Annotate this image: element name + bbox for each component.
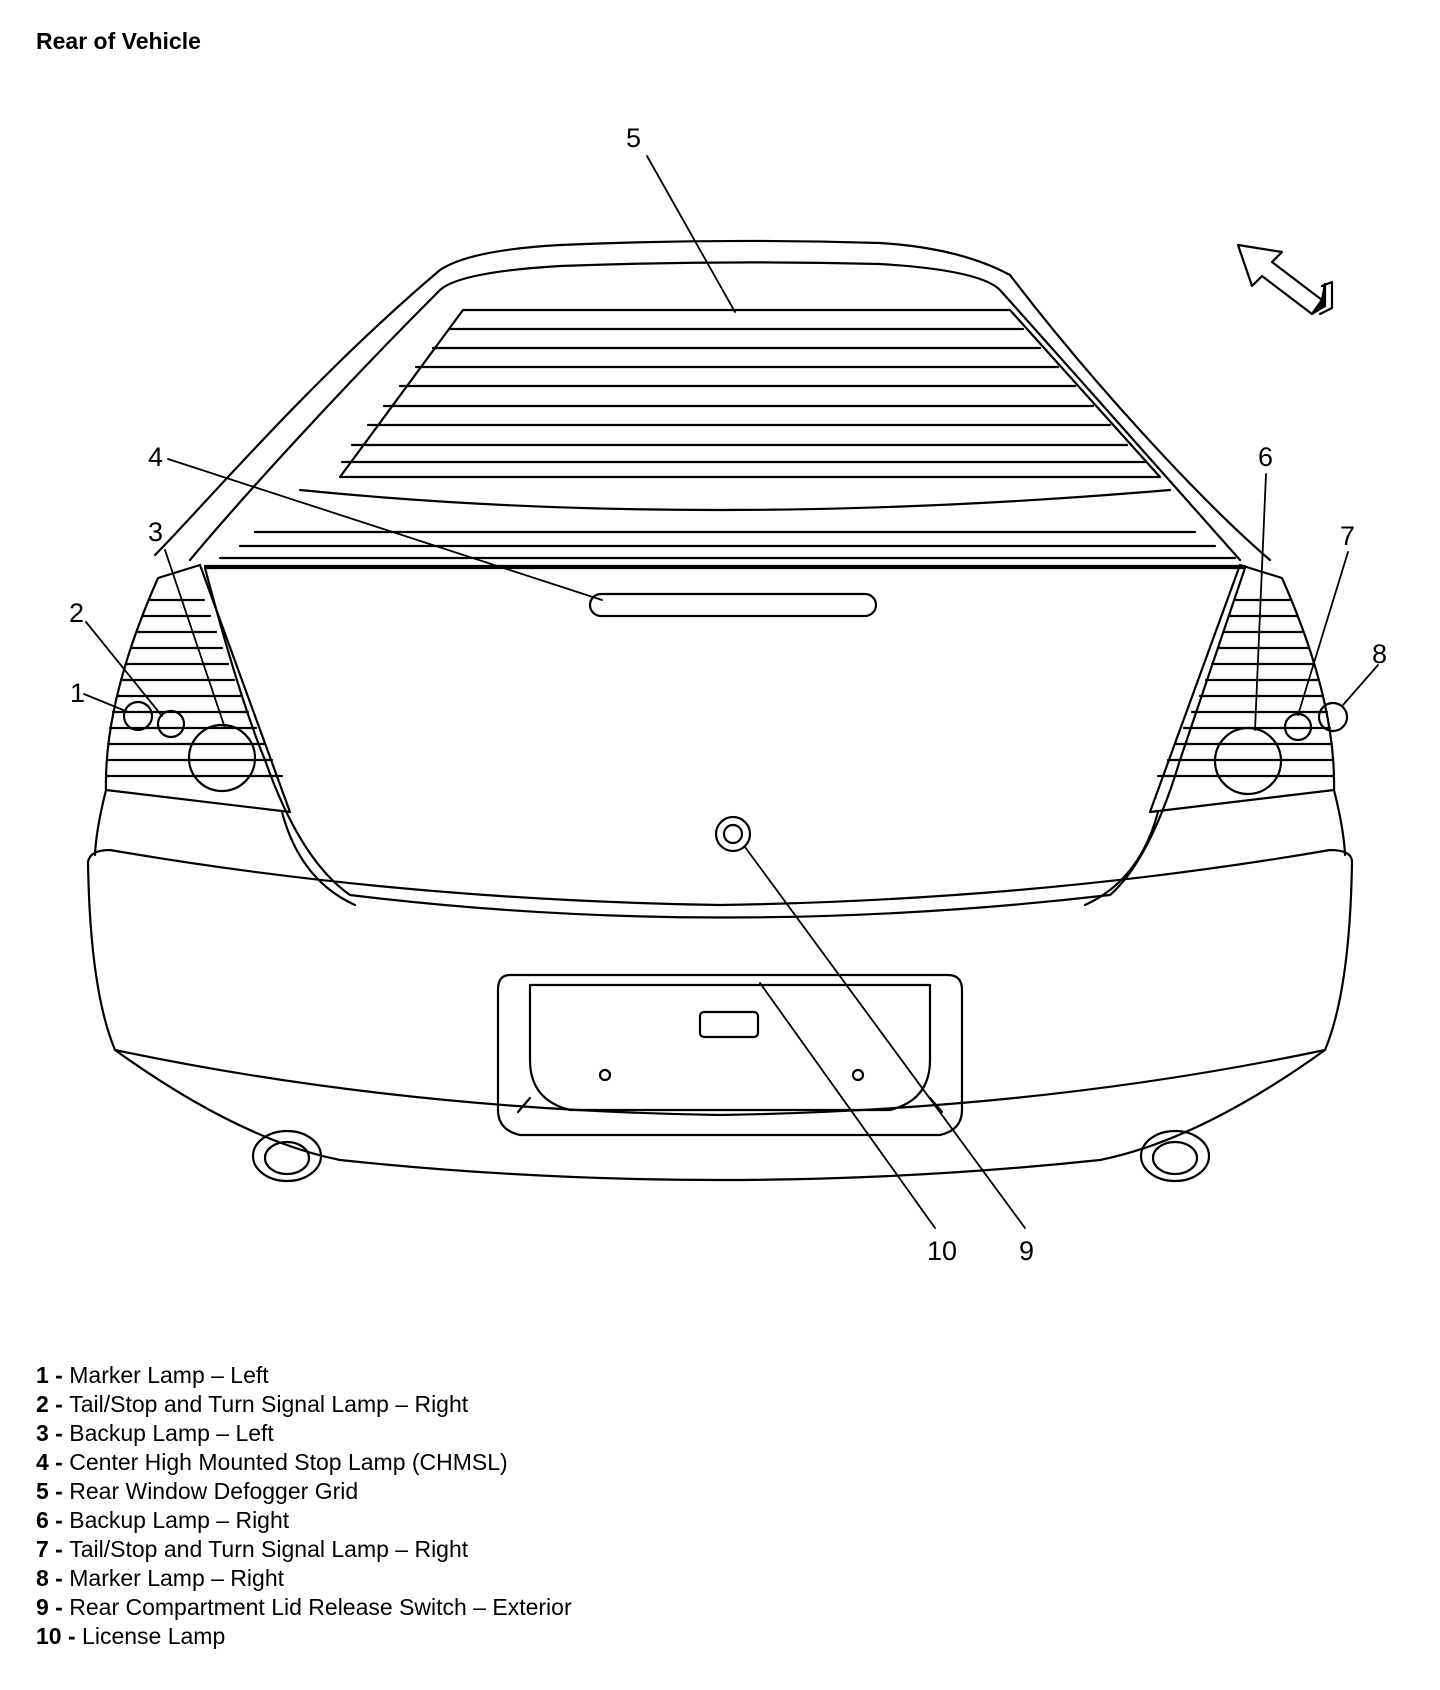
legend-label: License Lamp — [82, 1623, 226, 1649]
license-plate-inner — [528, 983, 932, 1112]
marker-lamp-right — [1317, 701, 1349, 733]
leader-lines — [83, 155, 1379, 1229]
legend-label: Rear Compartment Lid Release Switch – Ex… — [69, 1594, 572, 1620]
vehicle-rear-diagram: 1 2 3 4 5 6 7 8 9 10 — [69, 123, 1387, 1266]
callout-9: 9 — [1019, 1236, 1034, 1266]
legend-number: 3 — [36, 1420, 49, 1446]
legend-number: 10 — [36, 1623, 62, 1649]
c-pillar-line — [298, 488, 1172, 512]
legend-item: 9 - Rear Compartment Lid Release Switch … — [36, 1593, 572, 1622]
legend-item: 8 - Marker Lamp – Right — [36, 1564, 572, 1593]
plate-screw-right — [851, 1068, 865, 1082]
rear-bumper — [86, 848, 1354, 1182]
legend-separator: - — [48, 1391, 70, 1417]
callout-5: 5 — [626, 123, 641, 153]
legend-label: Marker Lamp – Right — [69, 1565, 284, 1591]
legend-number: 1 — [36, 1362, 49, 1388]
callout-2: 2 — [69, 598, 84, 628]
chmsl-lamp — [588, 592, 878, 618]
callout-4: 4 — [148, 442, 163, 472]
callout-3: 3 — [148, 517, 163, 547]
legend-number: 4 — [36, 1449, 49, 1475]
legend-item: 10 - License Lamp — [36, 1622, 572, 1651]
legend-separator: - — [48, 1565, 70, 1591]
exhaust-tip-right-inner — [1151, 1140, 1199, 1176]
legend-item: 6 - Backup Lamp – Right — [36, 1506, 572, 1535]
page-title: Rear of Vehicle — [36, 28, 201, 54]
legend-item: 1 - Marker Lamp – Left — [36, 1361, 572, 1390]
exhaust-tip-left-outer — [251, 1129, 323, 1183]
callout-legend: 1 - Marker Lamp – Left 2 - Tail/Stop and… — [36, 1361, 572, 1651]
trunk-lid-outline — [203, 566, 1247, 919]
legend-label: Rear Window Defogger Grid — [69, 1478, 359, 1504]
exhaust-tip-left-inner — [263, 1140, 311, 1176]
callout-1: 1 — [70, 678, 85, 708]
legend-number: 7 — [36, 1536, 49, 1562]
legend-number: 9 — [36, 1594, 49, 1620]
legend-label: Marker Lamp – Left — [69, 1362, 269, 1388]
legend-number: 2 — [36, 1391, 49, 1417]
legend-item: 7 - Tail/Stop and Turn Signal Lamp – Rig… — [36, 1535, 572, 1564]
legend-separator: - — [48, 1507, 70, 1533]
tail-lamp-left — [156, 709, 186, 739]
bumper-lower-crease — [113, 1048, 1327, 1117]
legend-label: Tail/Stop and Turn Signal Lamp – Right — [69, 1391, 469, 1417]
legend-separator: - — [48, 1536, 70, 1562]
legend-label: Center High Mounted Stop Lamp (CHMSL) — [69, 1449, 508, 1475]
forward-direction-arrow-icon — [1236, 243, 1334, 316]
legend-separator: - — [48, 1594, 70, 1620]
callout-10: 10 — [927, 1236, 957, 1266]
legend-number: 6 — [36, 1507, 49, 1533]
legend-item: 3 - Backup Lamp – Left — [36, 1419, 572, 1448]
exhaust-tip-right-outer — [1139, 1129, 1211, 1183]
callout-6: 6 — [1258, 442, 1273, 472]
left-quarter-panel — [93, 788, 357, 907]
legend-number: 5 — [36, 1478, 49, 1504]
backup-lamp-left — [187, 723, 257, 793]
legend-separator: - — [48, 1362, 70, 1388]
trunk-release-switch-outer — [714, 815, 752, 853]
legend-separator: - — [61, 1623, 83, 1649]
left-tail-lamp-cluster — [104, 563, 292, 814]
callout-8: 8 — [1372, 639, 1387, 669]
legend-separator: - — [48, 1478, 70, 1504]
backup-lamp-right — [1213, 726, 1283, 796]
roof-outline — [153, 239, 1272, 562]
legend-separator: - — [48, 1420, 70, 1446]
legend-label: Tail/Stop and Turn Signal Lamp – Right — [69, 1536, 469, 1562]
plate-corner-mark — [516, 1096, 532, 1114]
marker-lamp-left — [122, 700, 154, 732]
right-quarter-panel — [1083, 788, 1347, 907]
license-lamp — [698, 1010, 760, 1039]
plate-screw-left — [598, 1068, 612, 1082]
legend-item: 4 - Center High Mounted Stop Lamp (CHMSL… — [36, 1448, 572, 1477]
rear-window-outline — [188, 261, 1242, 562]
legend-item: 5 - Rear Window Defogger Grid — [36, 1477, 572, 1506]
license-plate-recess — [496, 973, 964, 1137]
callout-7: 7 — [1340, 521, 1355, 551]
legend-label: Backup Lamp – Right — [69, 1507, 290, 1533]
legend-separator: - — [48, 1449, 70, 1475]
spoiler-stripes — [203, 530, 1247, 568]
legend-item: 2 - Tail/Stop and Turn Signal Lamp – Rig… — [36, 1390, 572, 1419]
legend-label: Backup Lamp – Left — [69, 1420, 274, 1446]
legend-number: 8 — [36, 1565, 49, 1591]
trunk-release-switch-inner — [722, 823, 744, 845]
defogger-grid — [338, 308, 1162, 479]
